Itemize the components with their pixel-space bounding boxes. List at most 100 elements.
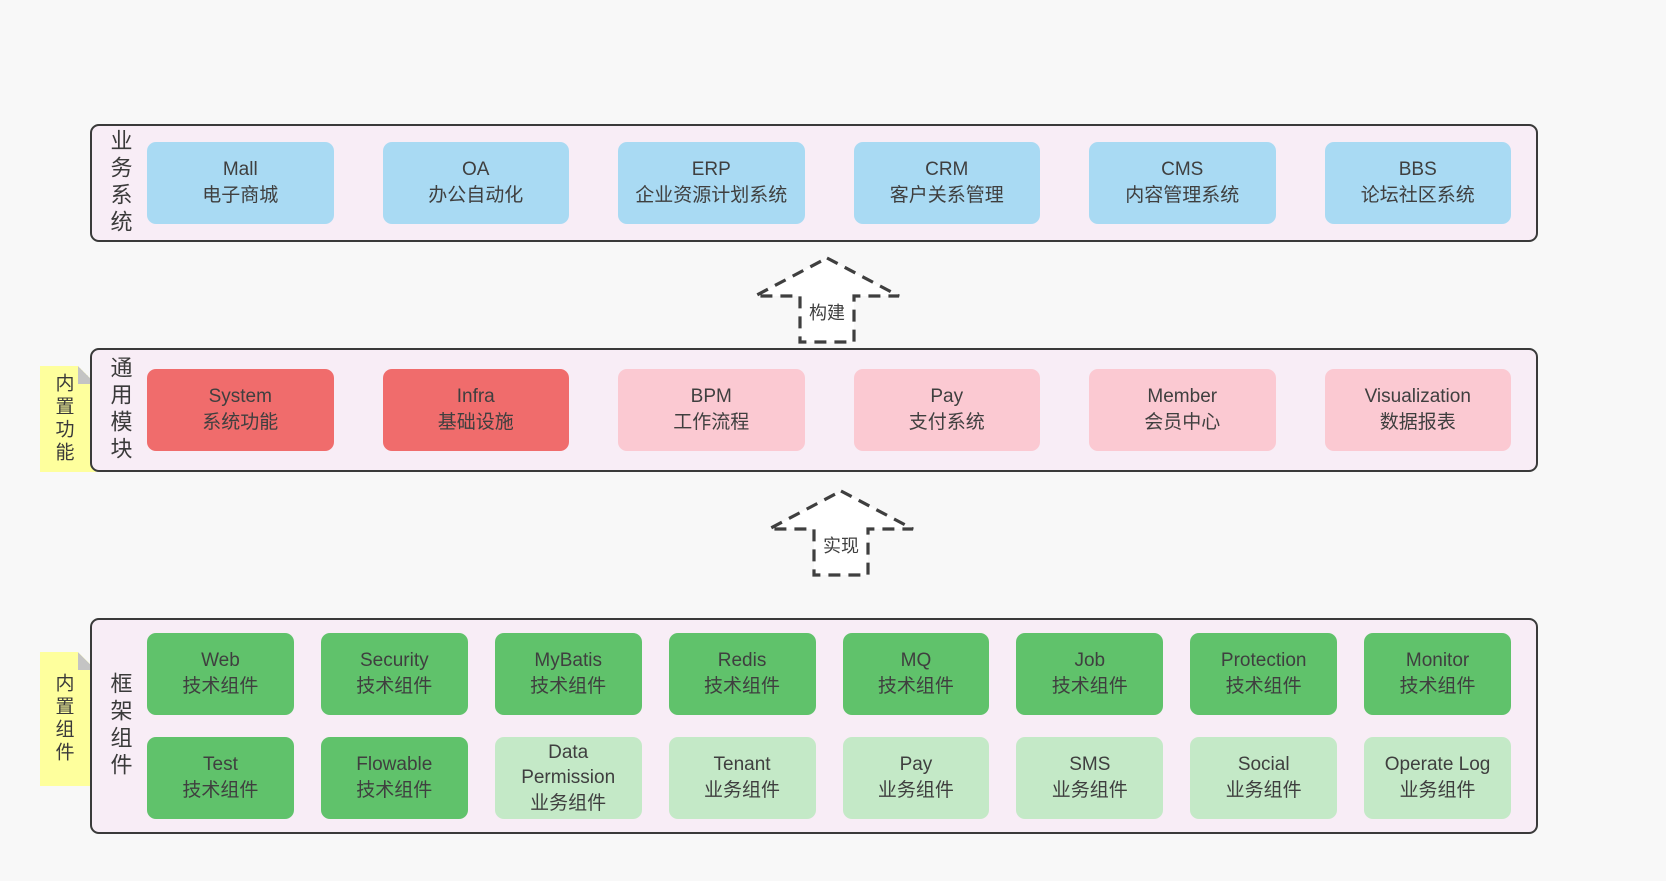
box-title: CMS — [1161, 159, 1204, 181]
box-system: System 系统功能 — [147, 369, 334, 451]
box-subtitle: 业务组件 — [1399, 780, 1476, 801]
box-subtitle: 数据报表 — [1379, 412, 1456, 433]
box-title: Job — [1074, 650, 1106, 672]
arrow-up-implement: 实现 — [766, 488, 916, 578]
sticky-note-builtin-features: 内置功能 — [40, 366, 96, 472]
business-systems-boxes: Mall 电子商城 OA 办公自动化 ERP 企业资源计划系统 CRM 客户关系… — [147, 142, 1536, 224]
box-sms: SMS 业务组件 — [1016, 737, 1164, 819]
box-bpm: BPM 工作流程 — [618, 369, 805, 451]
box-title: MyBatis — [534, 650, 602, 672]
business-systems-label: 业务系统 — [107, 129, 133, 237]
box-mybatis: MyBatis 技术组件 — [494, 633, 642, 715]
box-title: ERP — [691, 159, 731, 181]
box-title: Security — [359, 650, 429, 672]
sticky-note-label: 内置组件 — [52, 673, 74, 765]
box-flowable: Flowable 技术组件 — [320, 737, 468, 819]
box-subtitle: 系统功能 — [202, 412, 279, 433]
box-subtitle: 支付系统 — [908, 412, 985, 433]
box-member: Member 会员中心 — [1089, 369, 1276, 451]
box-title: Data Permission — [521, 741, 616, 789]
box-monitor: Monitor 技术组件 — [1364, 633, 1511, 715]
common-modules-label: 通用模块 — [107, 356, 133, 464]
box-subtitle: 客户关系管理 — [889, 185, 1004, 206]
box-title: System — [208, 386, 272, 408]
box-subtitle: 技术组件 — [530, 676, 607, 697]
box-title: Protection — [1220, 650, 1307, 672]
dashed-up-arrow-icon — [754, 256, 900, 344]
box-pay-system: Pay 支付系统 — [853, 369, 1040, 451]
box-protection: Protection 技术组件 — [1190, 633, 1338, 715]
box-subtitle: 技术组件 — [356, 676, 433, 697]
box-subtitle: 技术组件 — [356, 780, 433, 801]
box-mq: MQ 技术组件 — [842, 633, 990, 715]
box-subtitle: 技术组件 — [1225, 676, 1302, 697]
box-subtitle: 技术组件 — [182, 676, 259, 697]
box-title: Pay — [899, 754, 933, 776]
arrow-implement-label: 实现 — [823, 536, 859, 556]
box-redis: Redis 技术组件 — [668, 633, 816, 715]
box-title: OA — [462, 159, 490, 181]
box-subtitle: 业务组件 — [877, 780, 954, 801]
box-subtitle: 基础设施 — [437, 412, 514, 433]
box-bbs: BBS 论坛社区系统 — [1324, 142, 1511, 224]
framework-components-rows: Web 技术组件 Security 技术组件 MyBatis 技术组件 Redi… — [147, 633, 1536, 819]
box-cms: CMS 内容管理系统 — [1089, 142, 1276, 224]
box-subtitle: 技术组件 — [1399, 676, 1476, 697]
arrow-up-build: 构建 — [752, 255, 902, 345]
box-pay-component: Pay 业务组件 — [842, 737, 990, 819]
sticky-note-label: 内置功能 — [52, 373, 74, 465]
box-subtitle: 技术组件 — [182, 780, 259, 801]
framework-components-container: 框架组件 Web 技术组件 Security 技术组件 MyBatis 技术组件… — [90, 618, 1538, 834]
box-subtitle: 业务组件 — [704, 780, 781, 801]
box-title: Monitor — [1405, 650, 1470, 672]
box-infra: Infra 基础设施 — [382, 369, 569, 451]
box-title: SMS — [1069, 754, 1111, 776]
box-subtitle: 工作流程 — [673, 412, 750, 433]
box-title: BPM — [690, 386, 732, 408]
box-subtitle: 企业资源计划系统 — [635, 185, 788, 206]
business-systems-container: 业务系统 Mall 电子商城 OA 办公自动化 ERP 企业资源计划系统 CRM… — [90, 124, 1538, 242]
box-title: Operate Log — [1384, 754, 1491, 776]
box-subtitle: 论坛社区系统 — [1360, 185, 1475, 206]
box-subtitle: 业务组件 — [1225, 780, 1302, 801]
sticky-note-builtin-components: 内置组件 — [40, 652, 96, 786]
box-subtitle: 内容管理系统 — [1125, 185, 1240, 206]
box-title: MQ — [900, 650, 932, 672]
box-title: Test — [203, 754, 238, 776]
box-subtitle: 技术组件 — [1051, 676, 1128, 697]
box-visualization: Visualization 数据报表 — [1324, 369, 1511, 451]
box-title: CRM — [925, 159, 969, 181]
box-subtitle: 电子商城 — [202, 185, 279, 206]
box-title: Visualization — [1364, 386, 1471, 408]
box-data-permission: Data Permission 业务组件 — [494, 737, 642, 819]
box-title: Redis — [717, 650, 767, 672]
arrow-build-label: 构建 — [809, 303, 845, 323]
box-social: Social 业务组件 — [1190, 737, 1338, 819]
box-web: Web 技术组件 — [147, 633, 294, 715]
common-modules-boxes: System 系统功能 Infra 基础设施 BPM 工作流程 Pay 支付系统… — [147, 369, 1536, 451]
dashed-up-arrow-icon — [768, 489, 914, 577]
box-mall: Mall 电子商城 — [147, 142, 334, 224]
box-security: Security 技术组件 — [320, 633, 468, 715]
box-subtitle: 会员中心 — [1144, 412, 1221, 433]
box-subtitle: 业务组件 — [530, 792, 607, 814]
box-title: Infra — [456, 386, 495, 408]
box-oa: OA 办公自动化 — [382, 142, 569, 224]
box-title: Flowable — [356, 754, 433, 776]
box-test: Test 技术组件 — [147, 737, 294, 819]
common-modules-container: 通用模块 System 系统功能 Infra 基础设施 BPM 工作流程 Pay… — [90, 348, 1538, 472]
framework-row-1: Web 技术组件 Security 技术组件 MyBatis 技术组件 Redi… — [147, 633, 1511, 715]
box-title: Tenant — [713, 754, 771, 776]
box-subtitle: 技术组件 — [877, 676, 954, 697]
box-title: BBS — [1398, 159, 1437, 181]
box-title: Pay — [930, 386, 964, 408]
box-subtitle: 业务组件 — [1051, 780, 1128, 801]
box-subtitle: 办公自动化 — [428, 185, 524, 206]
box-operate-log: Operate Log 业务组件 — [1364, 737, 1511, 819]
box-title: Mall — [222, 159, 258, 181]
box-crm: CRM 客户关系管理 — [853, 142, 1040, 224]
box-title: Member — [1147, 386, 1218, 408]
box-subtitle: 技术组件 — [704, 676, 781, 697]
box-job: Job 技术组件 — [1016, 633, 1164, 715]
box-erp: ERP 企业资源计划系统 — [618, 142, 805, 224]
